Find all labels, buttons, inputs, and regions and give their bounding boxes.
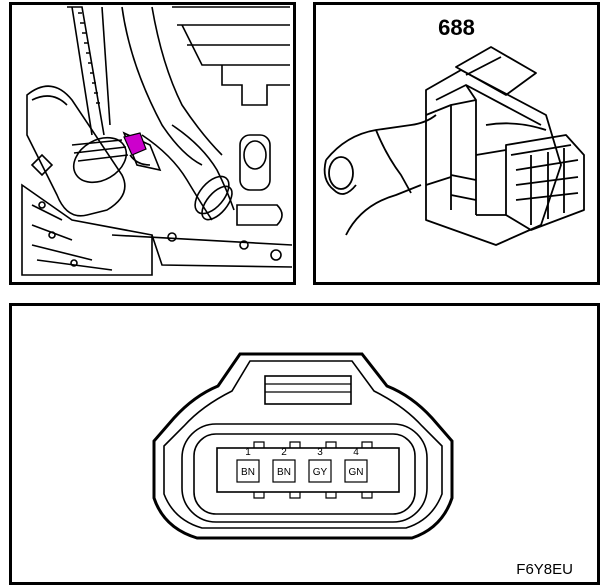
pin-number: 1 [245,447,251,458]
connector-highlight-marker [123,132,147,156]
pin-number: 3 [317,447,323,458]
pin-wire-color: BN [277,467,291,478]
pin-wire-color: GY [313,467,328,478]
pin-wire-color: BN [241,467,255,478]
pin-wire-color: GN [349,467,364,478]
figure-code: F6Y8EU [516,561,573,578]
pin-cavity [272,459,296,483]
connector-illustration [323,46,585,246]
pin-number: 4 [353,447,359,458]
connector-face-drawing: 1BN 2BN 3GY 4GN [152,352,454,540]
pin-cavity [236,459,260,483]
engine-location-panel [9,2,296,285]
pin-cavity [344,459,368,483]
connector-detail-panel: 688 [313,2,600,285]
pin-array: 1BN 2BN 3GY 4GN [236,447,368,483]
connector-number: 688 [438,15,475,40]
pin-cavity [308,459,332,483]
pin-number: 2 [281,447,287,458]
engine-bay-illustration [21,6,293,276]
